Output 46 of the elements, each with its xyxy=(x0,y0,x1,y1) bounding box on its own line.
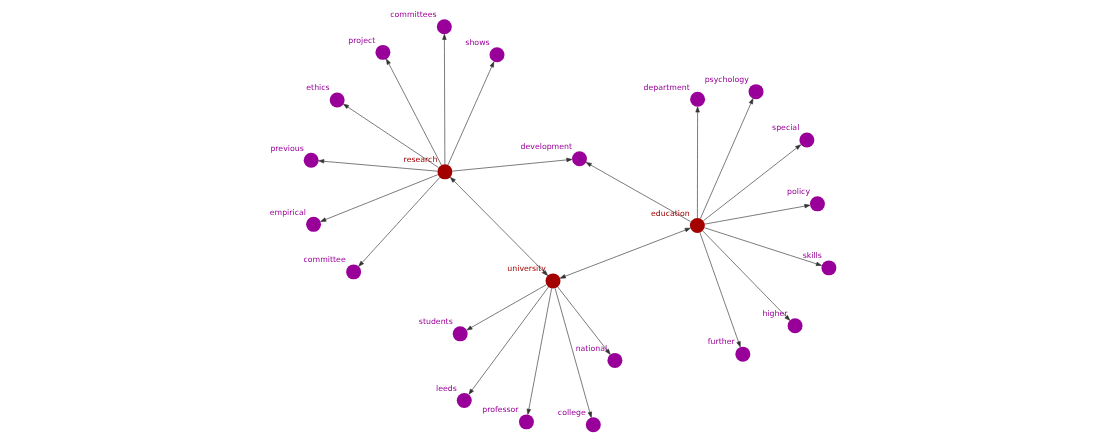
arrow xyxy=(559,227,691,279)
arrow xyxy=(554,287,592,418)
node-circle xyxy=(787,318,803,334)
node-circle xyxy=(734,346,750,362)
arrow xyxy=(342,103,439,168)
node-circle xyxy=(571,151,587,167)
node-circle xyxy=(820,260,836,276)
node-circle xyxy=(345,264,361,280)
arrow xyxy=(468,286,549,395)
node-circle xyxy=(456,393,472,408)
arrow xyxy=(585,162,691,222)
arrow xyxy=(451,157,572,172)
arrow xyxy=(447,61,494,166)
node-circle xyxy=(809,196,825,212)
node-circle xyxy=(436,164,452,180)
arrow xyxy=(702,144,801,221)
node-circle xyxy=(585,417,601,433)
node-circle xyxy=(606,352,622,368)
node-circle xyxy=(689,217,705,233)
arrow xyxy=(449,177,548,276)
arrow xyxy=(694,106,700,219)
arrow xyxy=(317,159,438,172)
arrow xyxy=(526,287,552,415)
node-circle xyxy=(489,47,504,63)
arrow xyxy=(703,227,822,266)
node-circle xyxy=(452,326,468,342)
arrow xyxy=(699,232,741,348)
arrow xyxy=(319,174,438,222)
arrow xyxy=(699,98,753,219)
node-circle xyxy=(374,44,390,60)
arrow xyxy=(466,284,547,331)
arrow xyxy=(385,58,442,166)
node-circle xyxy=(436,19,452,35)
node-circle xyxy=(545,273,560,289)
arrow xyxy=(704,204,810,225)
node-circle xyxy=(303,152,319,168)
node-circle xyxy=(518,414,534,430)
arrow xyxy=(441,33,447,165)
arrow xyxy=(357,177,440,267)
node-circle xyxy=(329,92,345,108)
node-circle xyxy=(748,84,764,100)
arrow xyxy=(701,230,790,321)
node-circle xyxy=(305,216,321,232)
node-circle xyxy=(798,132,814,148)
arrow xyxy=(556,286,611,355)
node-circle xyxy=(689,91,705,107)
